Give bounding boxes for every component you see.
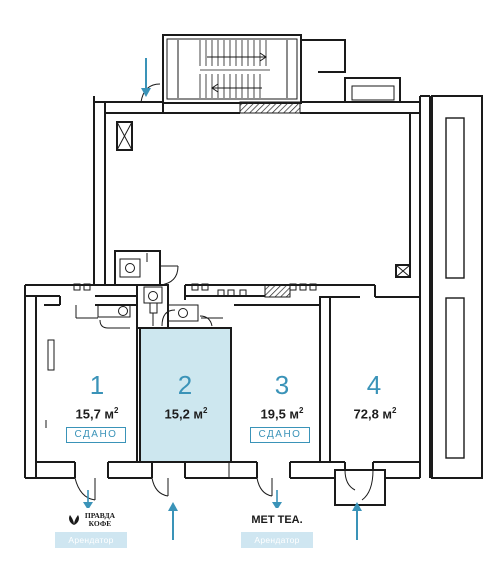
unit-2-number[interactable]: 2 [177, 370, 193, 400]
unit-2-highlight[interactable] [139, 327, 232, 463]
unit-3-area: 19,5 м2 [260, 406, 304, 422]
unit-1-area: 15,7 м2 [75, 406, 119, 422]
unit-2-area: 15,2 м2 [164, 406, 208, 422]
hatch-mid [264, 284, 291, 298]
tenant-caption: Арендатор [55, 532, 127, 548]
unit-4-area: 72,8 м2 [353, 406, 397, 422]
tenant-card-met-tea: MET TEA. Арендатор [241, 508, 313, 548]
walls [24, 34, 483, 506]
unit-3-status-badge: СДАНО [250, 427, 310, 443]
entrance-arrows [83, 58, 362, 540]
tenant-caption: Арендатор [241, 532, 313, 548]
tenant-logo: ПРАВДА КОФЕ [55, 508, 127, 532]
tenant-logo-line1: MET TEA. [251, 514, 303, 526]
hatch-top [239, 101, 301, 114]
unit-3-number[interactable]: 3 [274, 370, 290, 400]
tenant-logo-line1: ПРАВДА [84, 511, 116, 520]
leaf-icon [68, 515, 79, 525]
tenant-card-pravda-kofe: ПРАВДА КОФЕ Арендатор [55, 508, 127, 548]
unit-1-number[interactable]: 1 [89, 370, 105, 400]
tenant-logo-line2: КОФЕ [88, 519, 112, 528]
tenant-logo: MET TEA. [241, 508, 313, 532]
unit-1-status-badge: СДАНО [66, 427, 126, 443]
unit-4-number[interactable]: 4 [366, 370, 382, 400]
